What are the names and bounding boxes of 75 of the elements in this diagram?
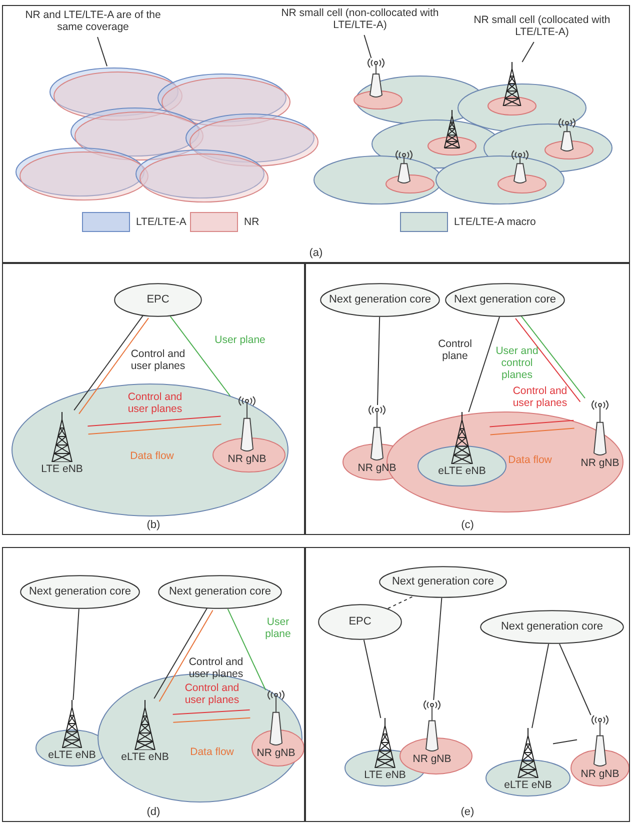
panel-frame <box>305 547 630 822</box>
station-label: eLTE eNB <box>47 749 97 762</box>
core-network-ellipse <box>379 566 507 598</box>
core-network-ellipse <box>114 283 202 317</box>
edge-label: User and control planes <box>494 344 540 382</box>
panel-caption: (d) <box>146 806 160 818</box>
edge-label: Control plane <box>437 338 473 362</box>
connector-line <box>363 639 382 718</box>
station-label: eLTE eNB <box>120 751 170 764</box>
callout-text: NR small cell (collocated with LTE/LTE-A) <box>472 14 612 38</box>
connector-line <box>88 424 222 435</box>
connector-line <box>387 596 414 609</box>
panel-caption: (b) <box>146 519 160 531</box>
station-label: NR gNB <box>412 753 452 766</box>
panel-caption: (a) <box>309 247 323 259</box>
panel-frame <box>2 547 305 822</box>
legend-label: LTE/LTE-A macro <box>454 216 536 228</box>
connector-line <box>72 608 80 700</box>
leader-line <box>97 36 108 67</box>
station-label: eLTE eNB <box>503 779 553 792</box>
connector-line <box>172 709 250 715</box>
connector-line <box>377 316 380 406</box>
leader-line <box>364 34 372 58</box>
connector-line <box>227 608 266 690</box>
ellipse-label: Next generation core <box>328 294 432 306</box>
station-label: NR gNB <box>356 462 398 474</box>
panel-frame <box>305 263 630 535</box>
core-network-ellipse <box>320 283 440 317</box>
connector-line <box>433 598 442 700</box>
ellipse-label: Next generation core <box>28 586 132 598</box>
ellipse-label: Next generation core <box>390 576 496 588</box>
leader-line <box>522 42 534 62</box>
connector-line <box>532 644 550 728</box>
station-label: LTE eNB <box>363 769 407 782</box>
panel-caption: (c) <box>461 519 474 531</box>
callout-text: NR small cell (non-collocated with LTE/LTE-A) <box>280 7 440 32</box>
edge-label: Data flow <box>189 746 235 758</box>
connector-line <box>468 316 500 412</box>
station-label: NR gNB <box>226 453 268 466</box>
edge-label: Data flow <box>129 450 175 462</box>
legend-label: NR <box>244 216 260 228</box>
core-network-ellipse <box>480 610 624 644</box>
connector-line <box>489 420 574 428</box>
connector-line <box>552 739 578 744</box>
legend-label: LTE/LTE-A <box>136 216 186 228</box>
edge-label: User plane <box>264 616 292 640</box>
edge-label: Control and user planes <box>512 384 568 410</box>
core-network-ellipse <box>20 575 140 609</box>
core-network-ellipse <box>318 604 402 640</box>
connector-line <box>559 643 592 716</box>
connector-line <box>172 717 251 723</box>
connector-line <box>170 316 231 396</box>
panel-frame <box>2 5 630 263</box>
ellipse-label: Next generation core <box>452 294 558 306</box>
edge-label: Control and user planes <box>184 682 240 706</box>
ellipse-label: Next generation core <box>168 586 272 598</box>
callout-text: NR and LTE/LTE-A are of the same coverage <box>24 9 162 34</box>
panel-frame <box>2 263 305 535</box>
connector-line <box>490 428 575 436</box>
core-network-ellipse <box>158 575 282 609</box>
ellipse-label: EPC <box>348 616 372 628</box>
edge-label: Control and user planes <box>130 348 186 372</box>
core-network-ellipse <box>445 283 565 317</box>
station-label: NR gNB <box>256 747 296 760</box>
connector-line <box>87 416 222 427</box>
station-label: LTE eNB <box>40 463 84 476</box>
ellipse-label: EPC <box>146 294 170 306</box>
panel-caption: (e) <box>460 806 474 818</box>
edge-label: Data flow <box>507 454 553 466</box>
edge-label: User plane <box>214 334 266 346</box>
station-label: NR gNB <box>580 457 620 470</box>
ellipse-label: Next generation core <box>500 620 604 634</box>
station-label: eLTE eNB <box>437 465 487 478</box>
station-label: NR gNB <box>580 768 620 780</box>
edge-label: Control and user planes <box>126 390 184 416</box>
